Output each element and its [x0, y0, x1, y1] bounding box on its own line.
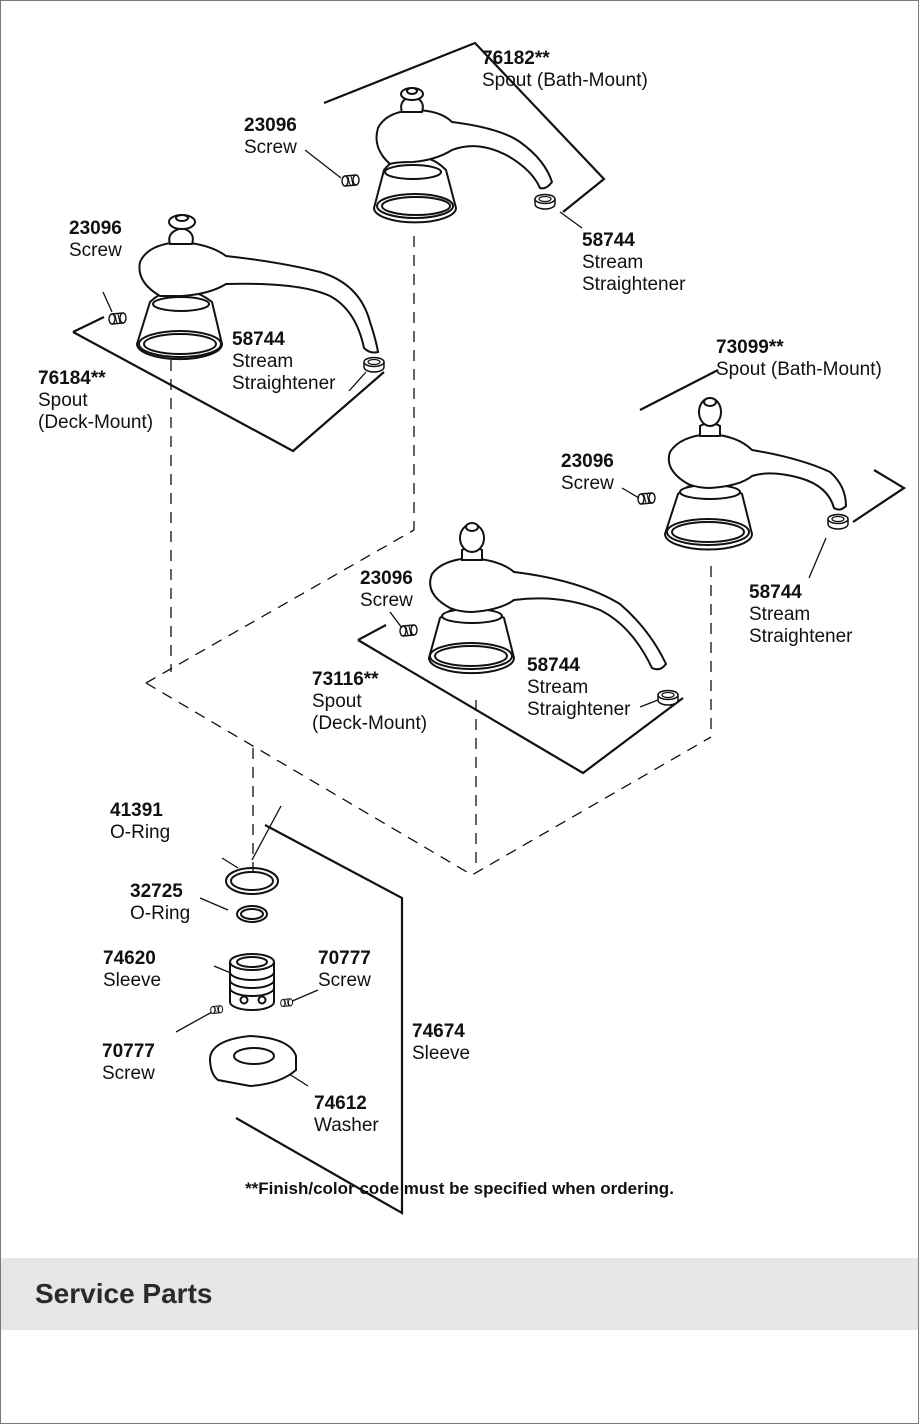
screw-23096-left — [108, 312, 127, 325]
label-screw-70777-right: 70777 Screw — [318, 948, 371, 992]
part-desc: Spout (Bath-Mount) — [482, 70, 648, 91]
spout-73116-drawing — [427, 522, 668, 675]
part-number: 73116** — [312, 669, 379, 690]
label-sleeve-74620: 74620 Sleeve — [103, 948, 161, 992]
sleeve-plate — [235, 824, 404, 1215]
plate-mid — [357, 624, 684, 775]
part-desc: Sleeve — [103, 970, 162, 991]
straightener-right — [827, 513, 849, 530]
section-header-band: Service Parts — [1, 1258, 918, 1330]
part-number: 73099** — [716, 337, 784, 358]
part-number: 58744 — [582, 230, 635, 251]
washer-74612-drawing — [208, 1034, 297, 1088]
straightener-mid — [657, 689, 679, 706]
label-screw-c: 23096 Screw — [561, 451, 614, 495]
label-stream-b: 58744 Stream Straightener — [232, 329, 336, 395]
spout-76182-drawing — [372, 87, 554, 224]
part-desc: (Deck-Mount) — [38, 412, 154, 433]
part-number: 76184** — [38, 368, 106, 389]
part-desc: Straightener — [232, 373, 336, 394]
part-desc: O-Ring — [130, 903, 191, 924]
screw-23096-mid — [399, 624, 418, 637]
oring-41391-drawing — [225, 867, 279, 895]
label-spout-73116: 73116** Spout (Deck-Mount) — [312, 669, 427, 735]
part-desc: Washer — [314, 1115, 379, 1136]
part-desc: O-Ring — [110, 822, 171, 843]
part-number: 23096 — [360, 568, 413, 589]
label-screw-70777-left: 70777 Screw — [102, 1041, 155, 1085]
label-stream-d: 58744 Stream Straightener — [527, 655, 631, 721]
part-desc: Spout (Bath-Mount) — [716, 359, 882, 380]
part-desc: Screw — [561, 473, 614, 494]
label-spout-73099: 73099** Spout (Bath-Mount) — [716, 337, 882, 381]
oring-32725-drawing — [236, 905, 268, 923]
part-number: 23096 — [244, 115, 297, 136]
part-desc: Screw — [244, 137, 297, 158]
screw-70777-right — [280, 998, 294, 1007]
label-screw-a: 23096 Screw — [244, 115, 297, 159]
part-desc: Stream — [527, 677, 589, 698]
part-number: 58744 — [749, 582, 802, 603]
part-desc: Straightener — [749, 626, 853, 647]
spout-76184-drawing — [135, 214, 380, 361]
part-desc: Screw — [360, 590, 413, 611]
part-number: 41391 — [110, 800, 163, 821]
straightener-top — [534, 193, 556, 210]
spout-73099-drawing — [663, 397, 848, 551]
part-number: 74674 — [412, 1021, 465, 1042]
part-number: 23096 — [561, 451, 614, 472]
finish-footnote: **Finish/color code must be specified wh… — [245, 1179, 674, 1198]
part-number: 32725 — [130, 881, 183, 902]
label-stream-c: 58744 Stream Straightener — [749, 582, 853, 648]
part-desc: Sleeve — [412, 1043, 471, 1064]
straightener-left — [363, 356, 385, 373]
part-desc: Straightener — [582, 274, 686, 295]
section-title: Service Parts — [35, 1278, 213, 1309]
screw-23096-right — [637, 492, 656, 505]
part-number: 58744 — [527, 655, 580, 676]
plate-top — [323, 41, 606, 213]
label-spout-76182: 76182** Spout (Bath-Mount) — [482, 48, 648, 92]
label-oring-32725: 32725 O-Ring — [130, 881, 190, 925]
part-number: 74620 — [103, 948, 156, 969]
part-desc: Spout — [38, 390, 88, 411]
sleeve-74620-drawing — [229, 953, 275, 1011]
label-stream-a: 58744 Stream Straightener — [582, 230, 686, 296]
part-desc: Screw — [318, 970, 371, 991]
label-oring-41391: 41391 O-Ring — [110, 800, 170, 844]
part-desc: Stream — [749, 604, 811, 625]
part-number: 58744 — [232, 329, 285, 350]
part-desc: Stream — [582, 252, 644, 273]
part-desc: Screw — [69, 240, 122, 261]
plate-right — [639, 369, 907, 523]
label-washer-74612: 74612 Washer — [314, 1093, 379, 1137]
label-sleeve-74674: 74674 Sleeve — [412, 1021, 470, 1065]
part-desc: (Deck-Mount) — [312, 713, 428, 734]
label-spout-76184: 76184** Spout (Deck-Mount) — [38, 368, 153, 434]
part-number: 70777 — [318, 948, 371, 969]
part-number: 23096 — [69, 218, 122, 239]
plate-left — [72, 316, 385, 453]
part-number: 70777 — [102, 1041, 155, 1062]
part-number: 76182** — [482, 48, 550, 69]
part-desc: Straightener — [527, 699, 631, 720]
part-desc: Stream — [232, 351, 294, 372]
part-number: 74612 — [314, 1093, 367, 1114]
label-screw-d: 23096 Screw — [360, 568, 413, 612]
screw-23096-top — [341, 174, 360, 187]
part-desc: Spout — [312, 691, 362, 712]
screw-70777-left — [210, 1005, 224, 1014]
label-screw-b: 23096 Screw — [69, 218, 122, 262]
part-desc: Screw — [102, 1063, 155, 1084]
